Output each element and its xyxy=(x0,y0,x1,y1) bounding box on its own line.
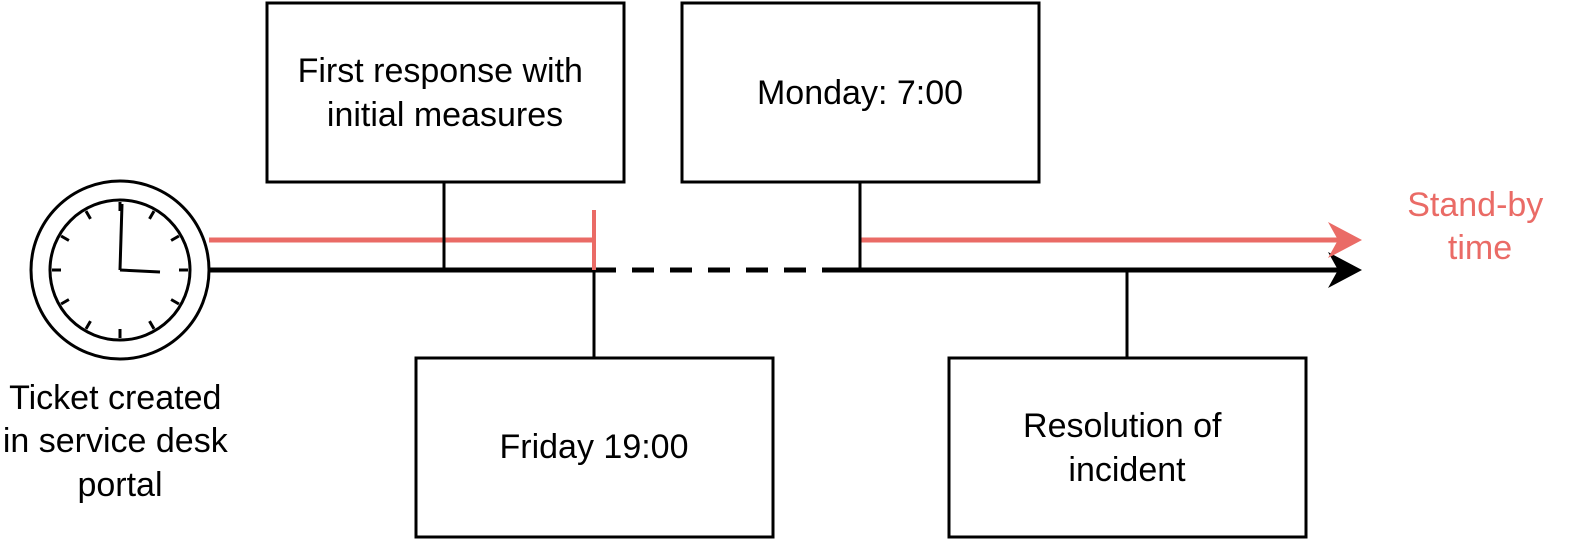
resolution-line-2: incident xyxy=(1068,451,1186,489)
monday-box: Monday: 7:00 xyxy=(680,1,1041,184)
standby-label-line-2: time xyxy=(1448,229,1512,267)
friday-label: Friday 19:00 xyxy=(500,428,689,466)
clock-caption-line-2: in service desk xyxy=(3,422,229,460)
first-response-box: First response with initial measures xyxy=(265,1,626,184)
clock-tick xyxy=(170,298,180,306)
first-response-line-1: First response with xyxy=(298,52,583,90)
clock-tick xyxy=(60,298,70,306)
clock-tick xyxy=(84,210,92,220)
monday-label: Monday: 7:00 xyxy=(757,74,963,112)
clock-tick xyxy=(60,234,70,242)
resolution-line-1: Resolution of xyxy=(1023,407,1222,445)
standby-lines xyxy=(209,210,1362,270)
clock-caption: Ticket created in service desk portal xyxy=(3,379,237,504)
friday-box: Friday 19:00 xyxy=(414,356,775,539)
clock-ticks xyxy=(52,202,188,338)
timeline-arrowhead xyxy=(1328,252,1362,288)
standby-label-line-1: Stand-by xyxy=(1407,186,1543,224)
svg-text:First response with init: First response with initial measures xyxy=(298,52,593,134)
clock-tick xyxy=(170,234,180,242)
standby-label: Stand-by time xyxy=(1407,186,1553,267)
clock-caption-line-1: Ticket created xyxy=(9,379,221,417)
clock-tick xyxy=(148,320,156,330)
resolution-box: Resolution of incident xyxy=(947,356,1308,539)
clock-minute-hand xyxy=(118,203,124,271)
clock-icon xyxy=(29,179,211,361)
first-response-line-2: initial measures xyxy=(327,96,563,134)
clock-tick xyxy=(84,320,92,330)
svg-text:Resolution of incident: Resolution of incident xyxy=(1023,407,1231,489)
svg-text:Friday 19:00: Friday 19:00 xyxy=(500,428,689,466)
main-timeline xyxy=(209,252,1362,288)
svg-text:Monday: 7:00: Monday: 7:00 xyxy=(757,74,963,112)
clock-hour-hand xyxy=(119,268,161,274)
clock-tick xyxy=(148,210,156,220)
clock-caption-line-3: portal xyxy=(77,466,162,504)
standby-arrowhead xyxy=(1328,222,1362,258)
